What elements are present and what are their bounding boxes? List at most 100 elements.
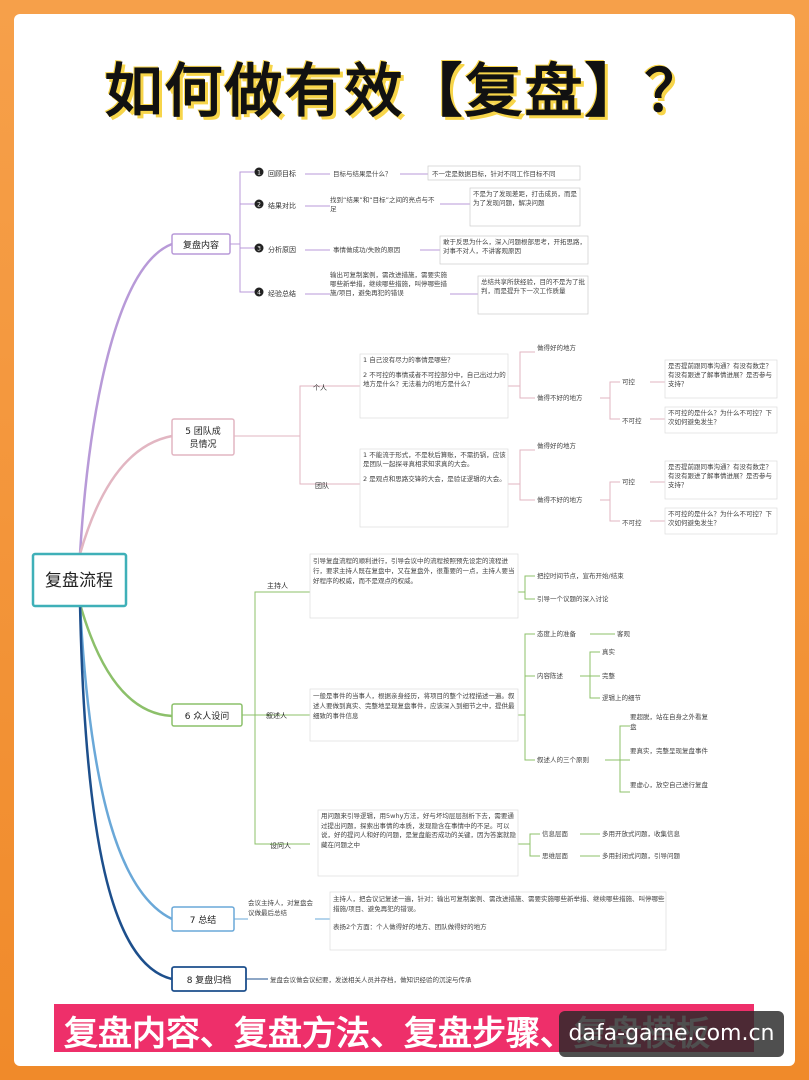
content-item-3-desc: 事情做成功/失败的原因 xyxy=(333,245,400,254)
content-num-3 xyxy=(254,243,264,253)
team-person-q2: 2 不可控的事情或者不可控部分中，自己出过力的地方是什么？无法着力的地方是什么？ xyxy=(363,371,506,388)
content-item-1-desc: 目标与结果是什么？ xyxy=(333,169,392,178)
team-group-good: 做得好的地方 xyxy=(537,441,577,450)
content-item-2-name: 结果对比 xyxy=(268,201,296,210)
svg-text:1: 1 xyxy=(257,170,261,177)
team-group-unctrl: 不可控 xyxy=(622,518,642,527)
team-connectors xyxy=(234,351,665,522)
team-person-unctrl-box xyxy=(664,406,778,434)
mindmap-diagram: 复盘流程 复盘内容 1 回顾目标 目标与结果是什么？ 不一定是数据目标，针对不同… xyxy=(31,165,778,992)
content-item-4-note: 总结共享所获经验，目的不是为了批判，而是提升下一次工作质量 xyxy=(481,278,585,295)
team-group-ctrl: 可控 xyxy=(622,477,636,486)
team-person-unctrl-note: 不可控的是什么？为什么不可控？下次如何避免发生？ xyxy=(668,409,772,426)
discuss-c1: 真实 xyxy=(602,647,616,656)
discuss-content: 内容陈述 xyxy=(537,671,564,680)
team-node xyxy=(171,418,235,456)
team-person-ctrl-box xyxy=(664,359,778,399)
discuss-think-note: 多用封闭式问题，引导问题 xyxy=(602,851,681,860)
content-num-2 xyxy=(254,199,264,209)
discuss-info: 信息层面 xyxy=(542,829,569,838)
summary-box xyxy=(329,891,667,951)
content-item-2-desc-box: 找到“结果”和“目标”之间的亮点与不足 xyxy=(330,196,435,213)
root-label: 复盘流程 xyxy=(45,571,113,591)
svg-text:3: 3 xyxy=(257,246,261,253)
team-person-ctrl: 可控 xyxy=(622,377,636,386)
archive-label: 8 复盘归档 xyxy=(187,974,232,986)
svg-text:4: 4 xyxy=(257,290,261,297)
discuss-host-text: 引导复盘流程的顺利进行，引导会议中的流程按照预先设定的流程进行，要求主持人既在复… xyxy=(313,557,515,585)
discuss-attitude: 态度上的准备 xyxy=(537,629,577,638)
discuss-questioner-label: 设问人 xyxy=(270,841,291,850)
discuss-questioner-text: 用问题来引导逻辑，用5why方法，好与坏均层层剖析下去，需要通过提出问题，探索出… xyxy=(321,812,516,849)
discuss-connectors xyxy=(242,575,630,857)
team-group-unctrl-box xyxy=(664,507,778,535)
discuss-think: 思维层面 xyxy=(542,851,569,860)
summary-label: 7 总结 xyxy=(190,914,217,926)
content-num-1 xyxy=(254,167,264,177)
summary-text1: 主持人，把会议记复述一遍，针对：输出可复制案例、需改进措施、需要实施哪些新举措、… xyxy=(333,895,665,913)
content-item-1-note-box xyxy=(427,165,581,181)
team-person-unctrl: 不可控 xyxy=(622,416,642,425)
team-label-2: 员情况 xyxy=(189,438,216,450)
branch-content xyxy=(78,242,173,555)
content-label: 复盘内容 xyxy=(183,239,219,251)
team-person-q1: 1 自己没有尽力的事情是哪些？ xyxy=(363,356,454,364)
team-group-unctrl-note: 不可控的是什么？为什么不可控？下次如何避免发生？ xyxy=(668,510,772,527)
root-node xyxy=(31,552,128,608)
branch-summary xyxy=(78,603,173,921)
watermark-badge: dafa-game.com.cn xyxy=(559,1011,784,1057)
discuss-host-box xyxy=(309,553,519,619)
page-title: 如何做有效【复盘】？ xyxy=(104,57,705,125)
content-num-4 xyxy=(254,287,264,297)
content-item-1-name: 回顾目标 xyxy=(268,169,296,178)
mindmap-card: 如何做有效【复盘】？ 复盘流程 复盘内容 1 回顾目标 目标与结果是什么？ 不 xyxy=(14,14,795,1066)
discuss-c3: 逻辑上的细节 xyxy=(602,693,642,702)
discuss-objective: 客观 xyxy=(617,629,631,638)
svg-text:2: 2 xyxy=(257,202,261,209)
team-person-good: 做得好的地方 xyxy=(537,343,577,352)
discuss-p1: 要超脱，站在自身之外看复盘 xyxy=(630,713,708,731)
team-group-q1: 1 不能流于形式，不是秋后算账，不需扔锅，应该是团队一起探寻真相求知求真的大会。 xyxy=(363,451,506,468)
discuss-narrator-label: 叙述人 xyxy=(266,711,287,720)
team-person-label: 个人 xyxy=(313,384,327,392)
content-item-1-note: 不一定是数据目标，针对不同工作目标不同 xyxy=(432,169,556,178)
content-item-4-desc: 输出可复制案例，需改进措施，需要实施哪些新举措，继续哪些措施，叫停哪些措施/项目… xyxy=(330,271,447,297)
discuss-narrator-box xyxy=(309,688,519,742)
branch-team xyxy=(78,434,173,555)
content-item-3-note-box xyxy=(439,235,589,265)
branch-archive xyxy=(78,603,173,981)
content-item-4-name: 经验总结 xyxy=(268,289,296,298)
team-group-box xyxy=(359,448,509,528)
discuss-p3: 要虚心，放空自己进行复盘 xyxy=(630,781,708,789)
team-person-bad: 做得不好的地方 xyxy=(537,393,583,402)
content-item-4-note-box xyxy=(477,275,589,315)
discuss-questioner-box xyxy=(317,809,519,877)
archive-text: 复盘会议做会议纪要，发送相关人员并存档，做知识经验的沉淀与传承 xyxy=(270,975,472,984)
content-item-3-name: 分析原因 xyxy=(268,245,296,254)
discuss-narrator-text: 一般是事件的当事人，根据亲身经历，将项目的整个过程描述一遍。叙述人要做到真实、完… xyxy=(313,692,515,720)
content-item-3-note: 敢于反思为什么，深入问题根部思考，开拓思路，对事不对人，不讲客观原因 xyxy=(443,238,586,255)
discuss-c2: 完整 xyxy=(602,671,616,680)
discuss-host-r2: 引导一个议题的深入讨论 xyxy=(537,594,609,603)
team-label-1: 5 团队成 xyxy=(185,425,221,437)
content-item-2-note: 不是为了发现差距，打击成员，而是为了发现问题，解决问题 xyxy=(473,190,577,207)
content-item-2-desc: 找到“结果”和“目标”之间的亮点与不足 xyxy=(330,196,435,213)
discuss-three: 叙述人的三个原则 xyxy=(537,755,589,764)
discuss-host-label: 主持人 xyxy=(267,581,288,590)
team-person-box xyxy=(359,353,509,419)
summary-text2: 表扬2个方面：个人做得好的地方、团队做得好的地方 xyxy=(333,923,487,931)
discuss-host-r1: 把控时间节点，宣布开始/结束 xyxy=(537,571,624,580)
content-item-2-note-box xyxy=(469,187,581,227)
team-group-ctrl-note: 是否提前跟同事沟通？有没有数定？有没有跟进了解事情进展？是否参与支持？ xyxy=(668,463,772,489)
branch-discuss xyxy=(78,603,173,718)
discuss-p2: 要真实，完整呈现复盘事件 xyxy=(630,747,708,755)
team-group-label: 团队 xyxy=(315,481,329,490)
team-group-bad: 做得不好的地方 xyxy=(537,495,583,504)
content-connectors xyxy=(230,171,478,295)
summary-who: 会议主持人，对复盘会议做最后总结 xyxy=(248,899,313,917)
team-group-q2: 2 是观点和思路交锋的大会，是验证逻辑的大会。 xyxy=(363,475,506,483)
team-group-ctrl-box xyxy=(664,460,778,500)
discuss-label: 6 众人设问 xyxy=(185,710,230,722)
discuss-info-note: 多用开放式问题，收集信息 xyxy=(602,829,681,838)
